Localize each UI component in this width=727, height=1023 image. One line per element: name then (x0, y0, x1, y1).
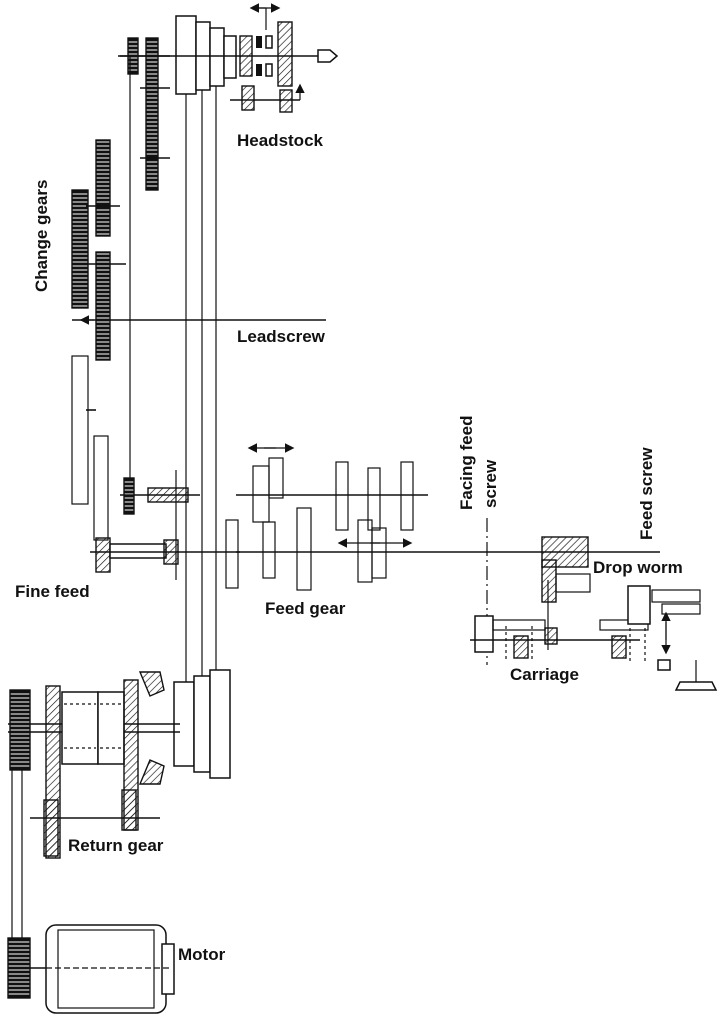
label-drop-worm: Drop worm (593, 558, 683, 577)
leadscrew-group: Leadscrew (72, 315, 326, 346)
feed-gear-group: Feed gear (225, 443, 660, 618)
headstock-group: Headstock (120, 3, 339, 150)
label-facing-feed-1: Facing feed (457, 416, 476, 510)
label-leadscrew: Leadscrew (237, 327, 326, 346)
label-return-gear: Return gear (68, 836, 164, 855)
label-facing-feed-2: screw (481, 459, 500, 508)
carriage-group: Drop worm Carriage (470, 536, 718, 691)
label-fine-feed: Fine feed (15, 582, 90, 601)
main-drive-group: Return gear (8, 669, 231, 859)
fine-feed-group: Fine feed (15, 470, 240, 601)
screws-group: Facing feed screw Feed screw (457, 416, 656, 665)
label-change-gears: Change gears (32, 180, 51, 292)
label-motor: Motor (178, 945, 226, 964)
label-headstock: Headstock (237, 131, 324, 150)
change-gears-group: Change gears (32, 37, 170, 541)
label-feed-screw: Feed screw (637, 447, 656, 540)
label-feed-gear: Feed gear (265, 599, 346, 618)
motor-group: Motor (7, 924, 226, 1014)
label-carriage: Carriage (510, 665, 579, 684)
